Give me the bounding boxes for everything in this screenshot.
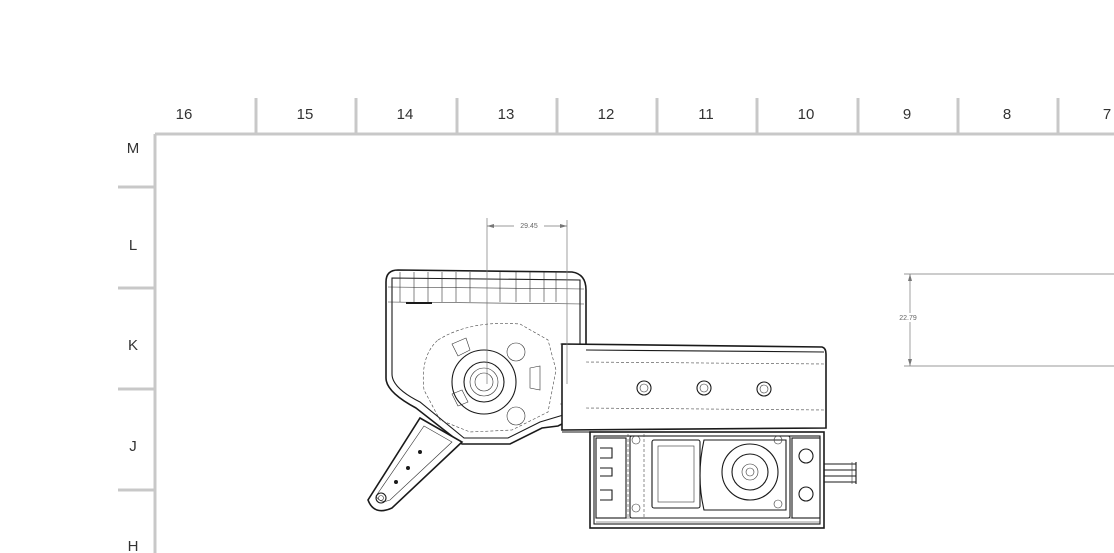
mounting-hole [636,380,652,396]
mounting-hole [696,380,712,396]
column-zone-ruler: 16 15 14 13 12 11 10 9 8 7 [176,98,1111,134]
mounting-hole [756,381,772,397]
vertical-dimension: 22.79 [896,273,1114,367]
column-zone-label: 8 [1003,106,1011,123]
column-zone-label: 9 [903,106,911,123]
column-zone-label: 14 [397,106,414,123]
column-zone-label: 11 [698,106,714,123]
column-zone-label: 15 [297,106,314,123]
arm-extension [561,343,827,433]
servo-horn-arm [367,416,464,512]
row-zone-label: J [129,438,137,455]
column-zone-label: 13 [498,106,515,123]
horn-hole [406,466,410,470]
row-zone-label: K [128,337,138,354]
row-zone-label: L [129,237,137,254]
row-zone-label: H [128,538,139,553]
bracket-housing [385,269,587,445]
servo-motor [589,431,825,529]
dimension-label: 29.45 [520,223,538,230]
dimension-label: 22.79 [899,315,917,322]
column-zone-label: 16 [176,106,193,123]
horizontal-dimension: 29.45 [486,218,568,384]
row-zone-label: M [127,140,140,157]
horn-hole [418,450,422,454]
column-zone-label: 12 [598,106,615,123]
column-zone-label: 10 [798,106,815,123]
column-zone-label: 7 [1103,106,1111,123]
horn-hole [394,480,398,484]
row-zone-ruler: M L K J H [118,140,155,553]
servo-cable [824,462,857,484]
sheet-border [153,132,1114,553]
